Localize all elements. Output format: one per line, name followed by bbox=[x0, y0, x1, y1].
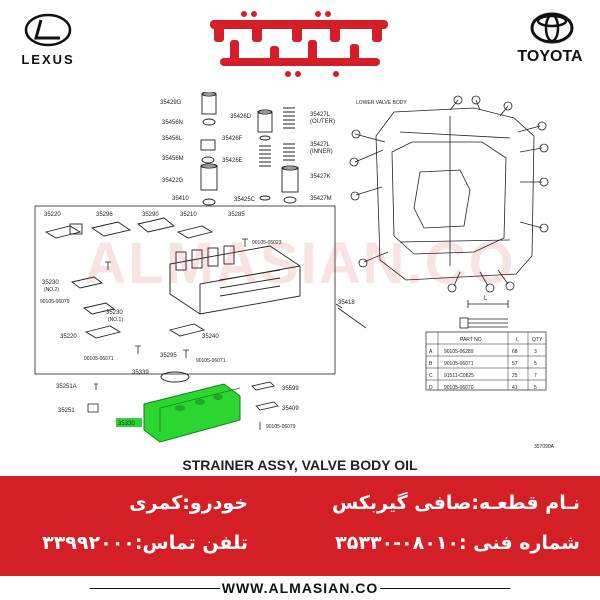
label-35599: 35599 bbox=[282, 386, 299, 392]
label-90105-06071b: 90105-06071 bbox=[196, 358, 226, 364]
lexus-wordmark: LEXUS bbox=[21, 52, 75, 67]
label-35418: 35418 bbox=[338, 300, 355, 306]
bolt-length-letter: L bbox=[484, 296, 488, 302]
table-row-d-l: 41 bbox=[512, 385, 518, 391]
label-35240: 35240 bbox=[202, 334, 219, 340]
label-35409: 35409 bbox=[282, 406, 299, 412]
table-row-d-key: D bbox=[429, 385, 433, 391]
table-row-b-qty: 5 bbox=[534, 361, 537, 367]
label-outer: (OUTER) bbox=[310, 119, 335, 125]
label-35290: 35290 bbox=[142, 212, 159, 218]
table-row-c-key: C bbox=[429, 373, 433, 379]
label-35410: 35410 bbox=[172, 196, 189, 202]
label-35220a: 35220 bbox=[44, 212, 61, 218]
label-35251: 35251 bbox=[58, 408, 75, 414]
label-90105-06079b: 90105-06079 bbox=[266, 424, 296, 430]
label-90105-06071a: 90105-06071 bbox=[84, 356, 114, 362]
footer: WWW.ALMASIAN.CO bbox=[0, 576, 600, 600]
label-90105-06079: 90105-06079 bbox=[40, 299, 70, 305]
label-35210: 35210 bbox=[180, 212, 197, 218]
table-row-c-partno: 91511-C0625 bbox=[444, 373, 474, 379]
table-row-c-qty: 7 bbox=[534, 373, 537, 379]
exploded-view-svg: 35429G 35456N 35456L 35456M 35422G 35410… bbox=[34, 91, 555, 450]
label-no1: (NO.1) bbox=[108, 317, 123, 323]
table-header-partno: PART NO. bbox=[460, 337, 483, 343]
label-35220b: 35220 bbox=[60, 334, 77, 340]
label-35427l-outer: 35427L bbox=[310, 112, 331, 118]
table-row-a-key: A bbox=[429, 349, 433, 355]
table-row-d-partno: 90105-06070 bbox=[444, 385, 474, 391]
oil-strainer bbox=[143, 371, 241, 443]
table-row-c-l: 25 bbox=[512, 373, 518, 379]
car-model: خودرو:کمری bbox=[129, 492, 248, 514]
label-35426d: 35426D bbox=[230, 114, 252, 120]
label-35230a: 35230 bbox=[42, 280, 59, 286]
highlight-35330 bbox=[116, 418, 142, 427]
lower-valve-body-drawing bbox=[349, 95, 549, 293]
toyota-wordmark: TOYOTA bbox=[517, 48, 583, 65]
upper-valve-body bbox=[169, 245, 301, 315]
label-35456n: 35456N bbox=[162, 120, 183, 126]
label-35251a: 35251A bbox=[56, 384, 77, 390]
label-35230b: 35230 bbox=[106, 310, 123, 316]
bolts bbox=[105, 238, 367, 358]
label-35339: 35339 bbox=[132, 370, 149, 376]
bolt-table: PART NO. L QTY A 90105-06289 68 3 B 9010… bbox=[425, 331, 547, 391]
label-35456m: 35456M bbox=[162, 156, 184, 162]
footer-divider-right bbox=[380, 588, 510, 589]
label-no2: (NO.2) bbox=[44, 287, 59, 293]
label-35427m: 35427M bbox=[310, 196, 332, 202]
part-number: شماره فنی :۰۸۰۱۰-۳۵۳۳۰ bbox=[335, 532, 580, 554]
table-row-a-partno: 90105-06289 bbox=[444, 349, 474, 355]
part-title: STRAINER ASSY, VALVE BODY OIL bbox=[182, 457, 418, 473]
contact-phone[interactable]: تلفن تماس:۳۳۹۹۲۰۰۰ bbox=[42, 532, 248, 554]
info-panel: نـام قطعـه:صافی گیربکس شماره فنی :۰۸۰۱۰-… bbox=[0, 476, 600, 576]
lower-valve-body-label: LOWER VALVE BODY bbox=[356, 100, 407, 106]
lexus-logo-icon bbox=[24, 13, 72, 47]
label-35425c: 35425C bbox=[234, 197, 256, 203]
table-header-l: L bbox=[516, 337, 519, 343]
label-35427k: 35427K bbox=[310, 174, 331, 180]
table-row-b-partno: 90105-06071 bbox=[444, 361, 474, 367]
valve-column-mid bbox=[257, 109, 273, 201]
label-35330: 35330 bbox=[118, 421, 135, 427]
parts-diagram: 35429G 35456N 35456L 35456M 35422G 35410… bbox=[20, 91, 580, 454]
watermark: ALMASIAN.CO bbox=[84, 231, 516, 296]
footer-website-link[interactable]: WWW.ALMASIAN.CO bbox=[221, 580, 379, 596]
figure-code: 357090A bbox=[534, 444, 555, 450]
strainer-brackets bbox=[87, 381, 279, 430]
label-35426f: 35426F bbox=[222, 136, 243, 142]
table-row-a-qty: 3 bbox=[534, 349, 537, 355]
solenoid-assemblies bbox=[44, 217, 214, 339]
label-35296: 35296 bbox=[96, 212, 113, 218]
label-35285: 35285 bbox=[228, 212, 245, 218]
label-35429g: 35429G bbox=[160, 100, 182, 106]
table-header-qty: QTY bbox=[532, 337, 543, 343]
toyota-logo-icon bbox=[530, 12, 574, 44]
label-inner: (INNER) bbox=[310, 149, 333, 155]
label-90105-05023: 90105-05023 bbox=[252, 240, 282, 246]
label-35456l: 35456L bbox=[162, 136, 183, 142]
part-name: نـام قطعـه:صافی گیربکس bbox=[331, 492, 580, 514]
valve-column-left bbox=[200, 91, 218, 206]
label-35295: 35295 bbox=[160, 353, 177, 359]
bolt-length-diagram bbox=[459, 300, 509, 329]
label-35422g: 35422G bbox=[162, 178, 184, 184]
header: LEXUS TOYOTA bbox=[0, 0, 600, 90]
label-35426e: 35426E bbox=[222, 158, 243, 164]
table-row-b-key: B bbox=[429, 361, 433, 367]
table-row-d-qty: 5 bbox=[534, 385, 537, 391]
table-row-b-l: 57 bbox=[512, 361, 518, 367]
table-row-a-l: 68 bbox=[512, 349, 518, 355]
almasian-persian-logo-icon bbox=[210, 11, 388, 77]
spring-column-right bbox=[281, 107, 299, 204]
footer-divider-left bbox=[90, 588, 220, 589]
label-35427l-inner: 35427L bbox=[310, 142, 331, 148]
